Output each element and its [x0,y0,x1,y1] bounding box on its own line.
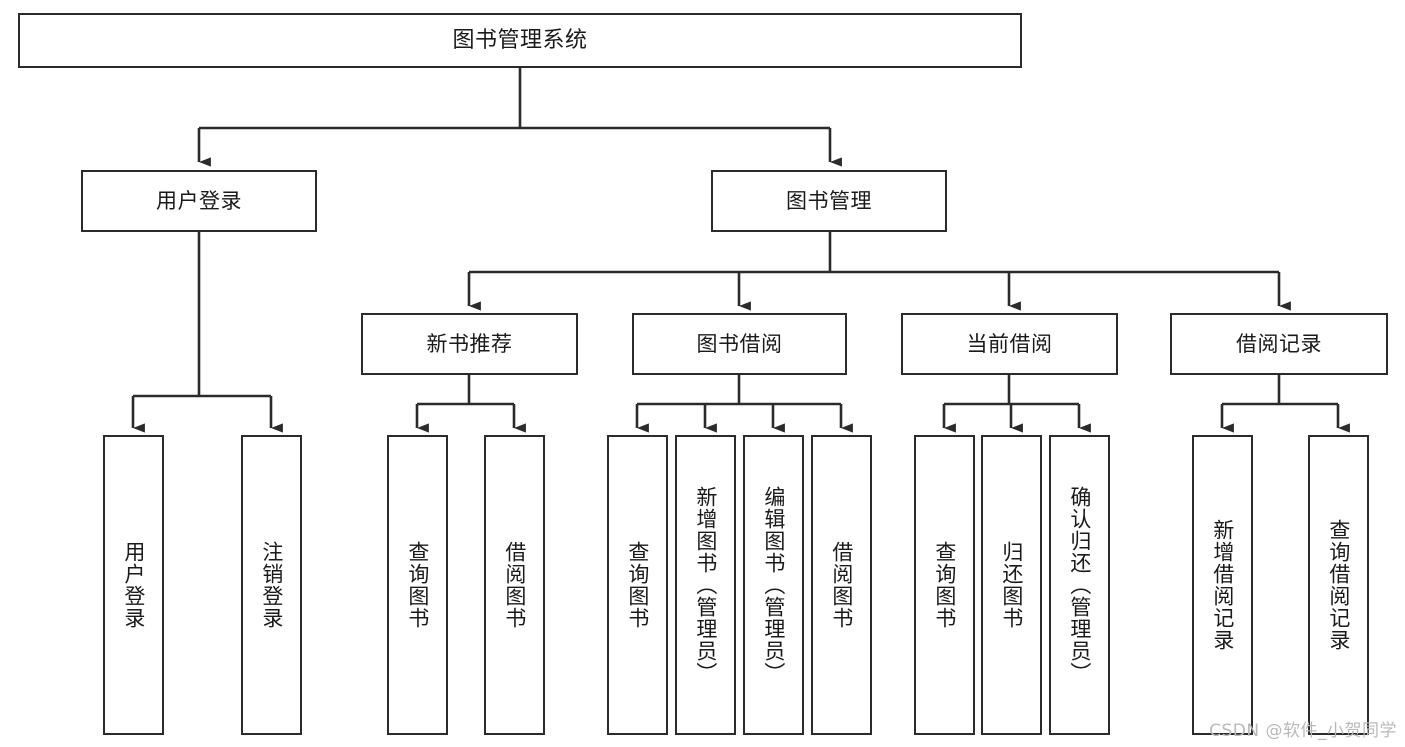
node-leaf-user-login-label: 用户登录 [121,541,146,629]
node-book-borrow[interactable]: 图书借阅 [632,313,847,375]
node-book-management[interactable]: 图书管理 [711,170,947,232]
node-book-management-label: 图书管理 [786,188,872,213]
node-leaf-add-book-label: 新增图书（管理员） [693,486,718,684]
node-leaf-edit-book-label: 编辑图书（管理员） [761,486,786,684]
node-current-borrow[interactable]: 当前借阅 [901,313,1118,375]
node-root-system-label: 图书管理系统 [452,27,588,53]
node-user-login[interactable]: 用户登录 [81,170,317,232]
node-leaf-query-book-2-label: 查询图书 [625,541,650,629]
node-leaf-borrow-book-1-label: 借阅图书 [502,541,527,629]
node-leaf-confirm-return-label: 确认归还（管理员） [1067,486,1092,684]
node-leaf-confirm-return[interactable]: 确认归还（管理员） [1049,435,1110,735]
node-book-borrow-label: 图书借阅 [696,331,783,356]
node-leaf-add-book[interactable]: 新增图书（管理员） [675,435,736,735]
node-user-login-label: 用户登录 [156,188,242,213]
node-leaf-edit-book[interactable]: 编辑图书（管理员） [743,435,804,735]
node-leaf-borrow-book-1[interactable]: 借阅图书 [484,435,545,735]
node-current-borrow-label: 当前借阅 [966,331,1053,356]
node-leaf-return-book[interactable]: 归还图书 [981,435,1042,735]
node-leaf-query-book-1-label: 查询图书 [405,541,430,629]
node-leaf-return-book-label: 归还图书 [999,541,1024,629]
node-root-system[interactable]: 图书管理系统 [18,13,1022,68]
node-leaf-logout-login[interactable]: 注销登录 [241,435,302,735]
node-borrow-record[interactable]: 借阅记录 [1170,313,1388,375]
node-leaf-query-book-3[interactable]: 查询图书 [914,435,975,735]
node-leaf-logout-login-label: 注销登录 [259,541,284,629]
node-leaf-query-record-label: 查询借阅记录 [1326,519,1351,651]
csdn-watermark: CSDN @软件_小贺同学 [1209,721,1397,741]
node-borrow-record-label: 借阅记录 [1236,331,1322,356]
node-leaf-query-record[interactable]: 查询借阅记录 [1308,435,1369,735]
node-new-book-recommend[interactable]: 新书推荐 [361,313,578,375]
node-leaf-query-book-1[interactable]: 查询图书 [387,435,448,735]
node-new-book-recommend-label: 新书推荐 [426,331,513,356]
node-leaf-query-book-2[interactable]: 查询图书 [607,435,668,735]
node-leaf-query-book-3-label: 查询图书 [932,541,957,629]
node-leaf-borrow-book-2[interactable]: 借阅图书 [811,435,872,735]
node-leaf-user-login[interactable]: 用户登录 [103,435,164,735]
node-leaf-borrow-book-2-label: 借阅图书 [829,541,854,629]
node-leaf-add-record-label: 新增借阅记录 [1210,519,1235,651]
node-leaf-add-record[interactable]: 新增借阅记录 [1192,435,1253,735]
